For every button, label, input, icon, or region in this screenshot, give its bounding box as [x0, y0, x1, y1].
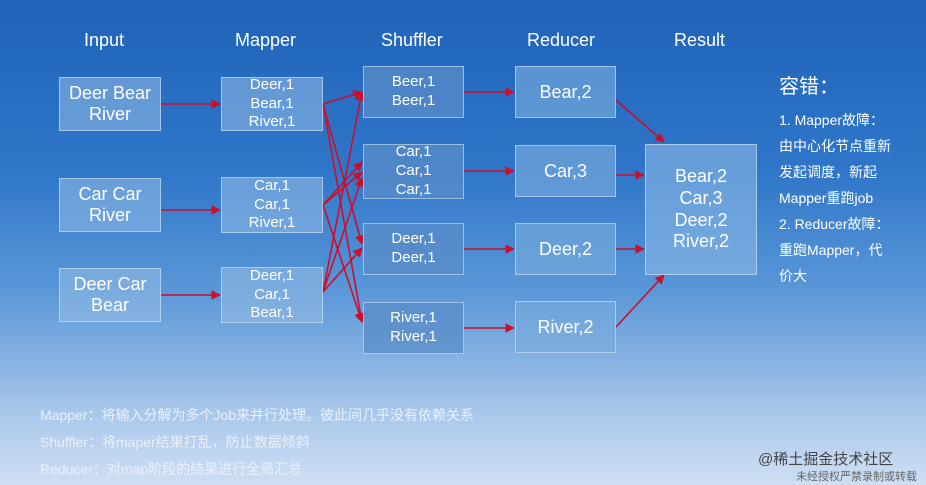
fault-tolerance-title: 容错：	[779, 76, 839, 98]
fault-tolerance-line: Mapper重跑job	[779, 190, 874, 206]
arrow-r1-res	[615, 99, 665, 143]
mapper-2-line-3: River,1	[248, 214, 296, 232]
reducer-1-label: Bear,2	[539, 81, 592, 102]
shuffler-3-line-2: Deer,1	[391, 249, 436, 266]
notes: Mapper：将输入分解为多个Job来并行处理。彼此间几乎没有依赖关系 Shuf…	[40, 402, 474, 483]
reducer-box-4: River,2	[515, 301, 616, 353]
input-3-line-1: Deer Car	[73, 274, 147, 295]
arrow-m1-s3	[322, 103, 365, 245]
input-2-line-1: Car Car	[78, 184, 142, 205]
arrow-m2-s2a	[322, 161, 363, 206]
fault-tolerance-line: 由中心化节点重新	[779, 138, 891, 154]
fault-tolerance-line: 2. Reducer故障：	[779, 216, 890, 232]
arrow-r4-res	[615, 274, 665, 328]
arrow-m1-s1	[322, 89, 363, 105]
brand-watermark: @稀土掘金技术社区	[758, 451, 894, 468]
input-1-line-2: River	[88, 104, 131, 124]
header-reducer: Reducer	[527, 30, 596, 50]
shuffler-box-2: Car,1 Car,1 Car,1	[363, 143, 464, 199]
reducer-box-3: Deer,2	[515, 223, 616, 275]
mapper-1-line-3: River,1	[248, 113, 296, 131]
reducer-box-2: Car,3	[515, 145, 616, 197]
arrow-m3-s3	[322, 247, 363, 293]
input-box-3: Deer Car Bear	[59, 268, 161, 322]
input-1-line-1: Deer Bear	[68, 83, 152, 104]
mapper-3-line-1: Deer,1	[249, 266, 295, 284]
header-shuffler: Shuffler	[381, 30, 443, 50]
shuffler-1-line-2: Beer,1	[391, 92, 436, 109]
mapper-box-2: Car,1 Car,1 River,1	[221, 177, 323, 233]
reducer-2-label: Car,3	[543, 160, 588, 181]
note-mapper: Mapper：将输入分解为多个Job来并行处理。彼此间几乎没有依赖关系	[40, 407, 475, 423]
shuffler-2-line-3: Car,1	[395, 180, 432, 198]
shuffler-1-line-1: Beer,1	[391, 73, 436, 91]
arrow-m2-s4	[322, 204, 364, 323]
fault-tolerance-line: 1. Mapper故障：	[779, 112, 885, 128]
mapper-2-line-2: Car,1	[254, 195, 290, 213]
result-line-3: Deer,2	[674, 209, 728, 230]
mapper-2-line-1: Car,1	[254, 176, 290, 194]
result-line-2: Car,3	[679, 187, 723, 208]
mapper-box-3: Deer,1 Car,1 Bear,1	[221, 267, 323, 323]
input-3-line-2: Bear	[90, 295, 130, 315]
header-mapper: Mapper	[235, 30, 297, 50]
header-input: Input	[84, 30, 125, 50]
reducer-4-label: River,2	[537, 316, 594, 337]
shuffler-box-1: Beer,1 Beer,1	[363, 66, 464, 118]
note-shuffler: Shuffler：将maper结果打乱，防止数据倾斜	[40, 434, 310, 450]
input-2-line-2: River	[88, 205, 131, 225]
shuffler-2-line-2: Car,1	[395, 162, 432, 180]
input-box-1: Deer Bear River	[59, 77, 161, 131]
brand-notice: 未经授权严禁录制或转载	[796, 471, 917, 483]
fault-tolerance-line: 发起调度，新起	[779, 164, 877, 180]
mapper-3-line-2: Car,1	[254, 285, 290, 303]
result-line-1: Bear,2	[674, 166, 728, 187]
mapper-box-1: Deer,1 Bear,1 River,1	[221, 75, 323, 131]
fault-tolerance-line: 重跑Mapper，代	[779, 242, 883, 258]
mapper-1-line-1: Deer,1	[249, 75, 295, 93]
mapper-3-line-3: Bear,1	[250, 304, 294, 322]
shuffler-4-line-1: River,1	[390, 309, 437, 327]
reducer-box-1: Bear,2	[515, 66, 616, 118]
arrow-m3-s1	[322, 91, 366, 293]
note-reducer: Reducer：对map阶段的结果进行全局汇总	[40, 461, 303, 477]
reducer-3-label: Deer,2	[538, 238, 593, 259]
shuffler-4-line-2: River,1	[390, 328, 437, 345]
fault-tolerance-line: 价大	[779, 268, 807, 284]
shuffler-box-4: River,1 River,1	[363, 302, 464, 354]
shuffler-2-line-1: Car,1	[395, 143, 432, 161]
result-line-4: River,2	[672, 231, 730, 252]
header-result: Result	[674, 30, 726, 50]
arrow-m1-s4	[322, 103, 366, 323]
fault-tolerance-panel: 容错： 1. Mapper故障： 由中心化节点重新 发起调度，新起 Mapper…	[779, 70, 919, 289]
input-box-2: Car Car River	[59, 178, 161, 232]
result-box: Bear,2 Car,3 Deer,2 River,2	[645, 144, 757, 275]
arrow-m3-s2	[322, 177, 364, 293]
mapper-1-line-2: Bear,1	[250, 94, 294, 112]
shuffler-3-line-1: Deer,1	[391, 230, 436, 248]
shuffler-box-3: Deer,1 Deer,1	[363, 223, 464, 275]
